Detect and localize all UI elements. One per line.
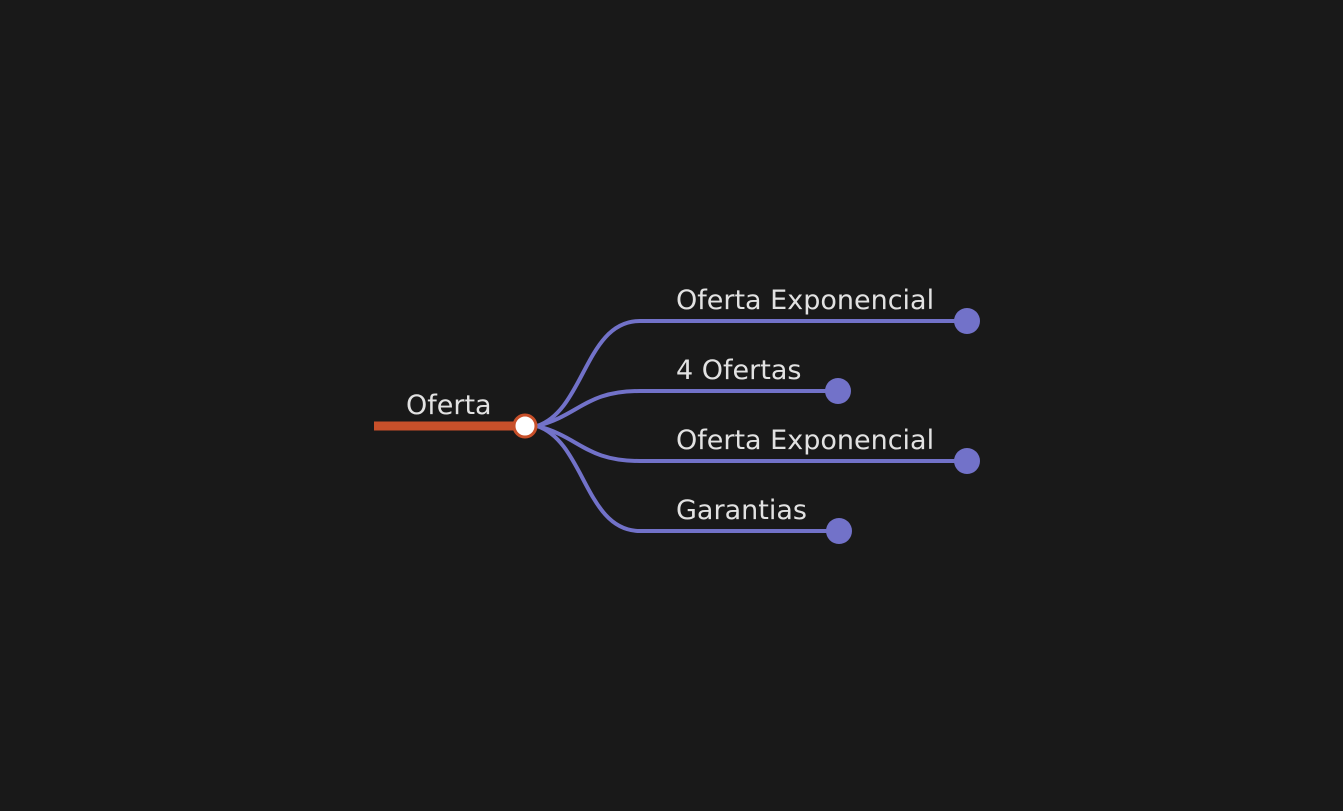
child-node-label-1[interactable]: Oferta Exponencial — [676, 285, 935, 316]
branch-end-dot-1[interactable] — [954, 308, 980, 334]
branch-connectors — [535, 319, 969, 533]
branch-end-dot-2[interactable] — [825, 378, 851, 404]
branch-end-dot-3[interactable] — [954, 448, 980, 474]
child-node-label-3[interactable]: Oferta Exponencial — [676, 425, 935, 456]
child-node-label-4[interactable]: Garantias — [676, 495, 807, 526]
branch-connector-1 — [535, 319, 969, 428]
root-collapse-node[interactable] — [512, 413, 538, 439]
branch-connector-2 — [535, 389, 840, 428]
branch-end-dot-4[interactable] — [826, 518, 852, 544]
child-node-label-2[interactable]: 4 Ofertas — [676, 355, 802, 386]
branch-connector-3 — [535, 424, 969, 463]
branch-connector-4 — [535, 424, 841, 533]
root-node-label[interactable]: Oferta — [406, 390, 492, 421]
